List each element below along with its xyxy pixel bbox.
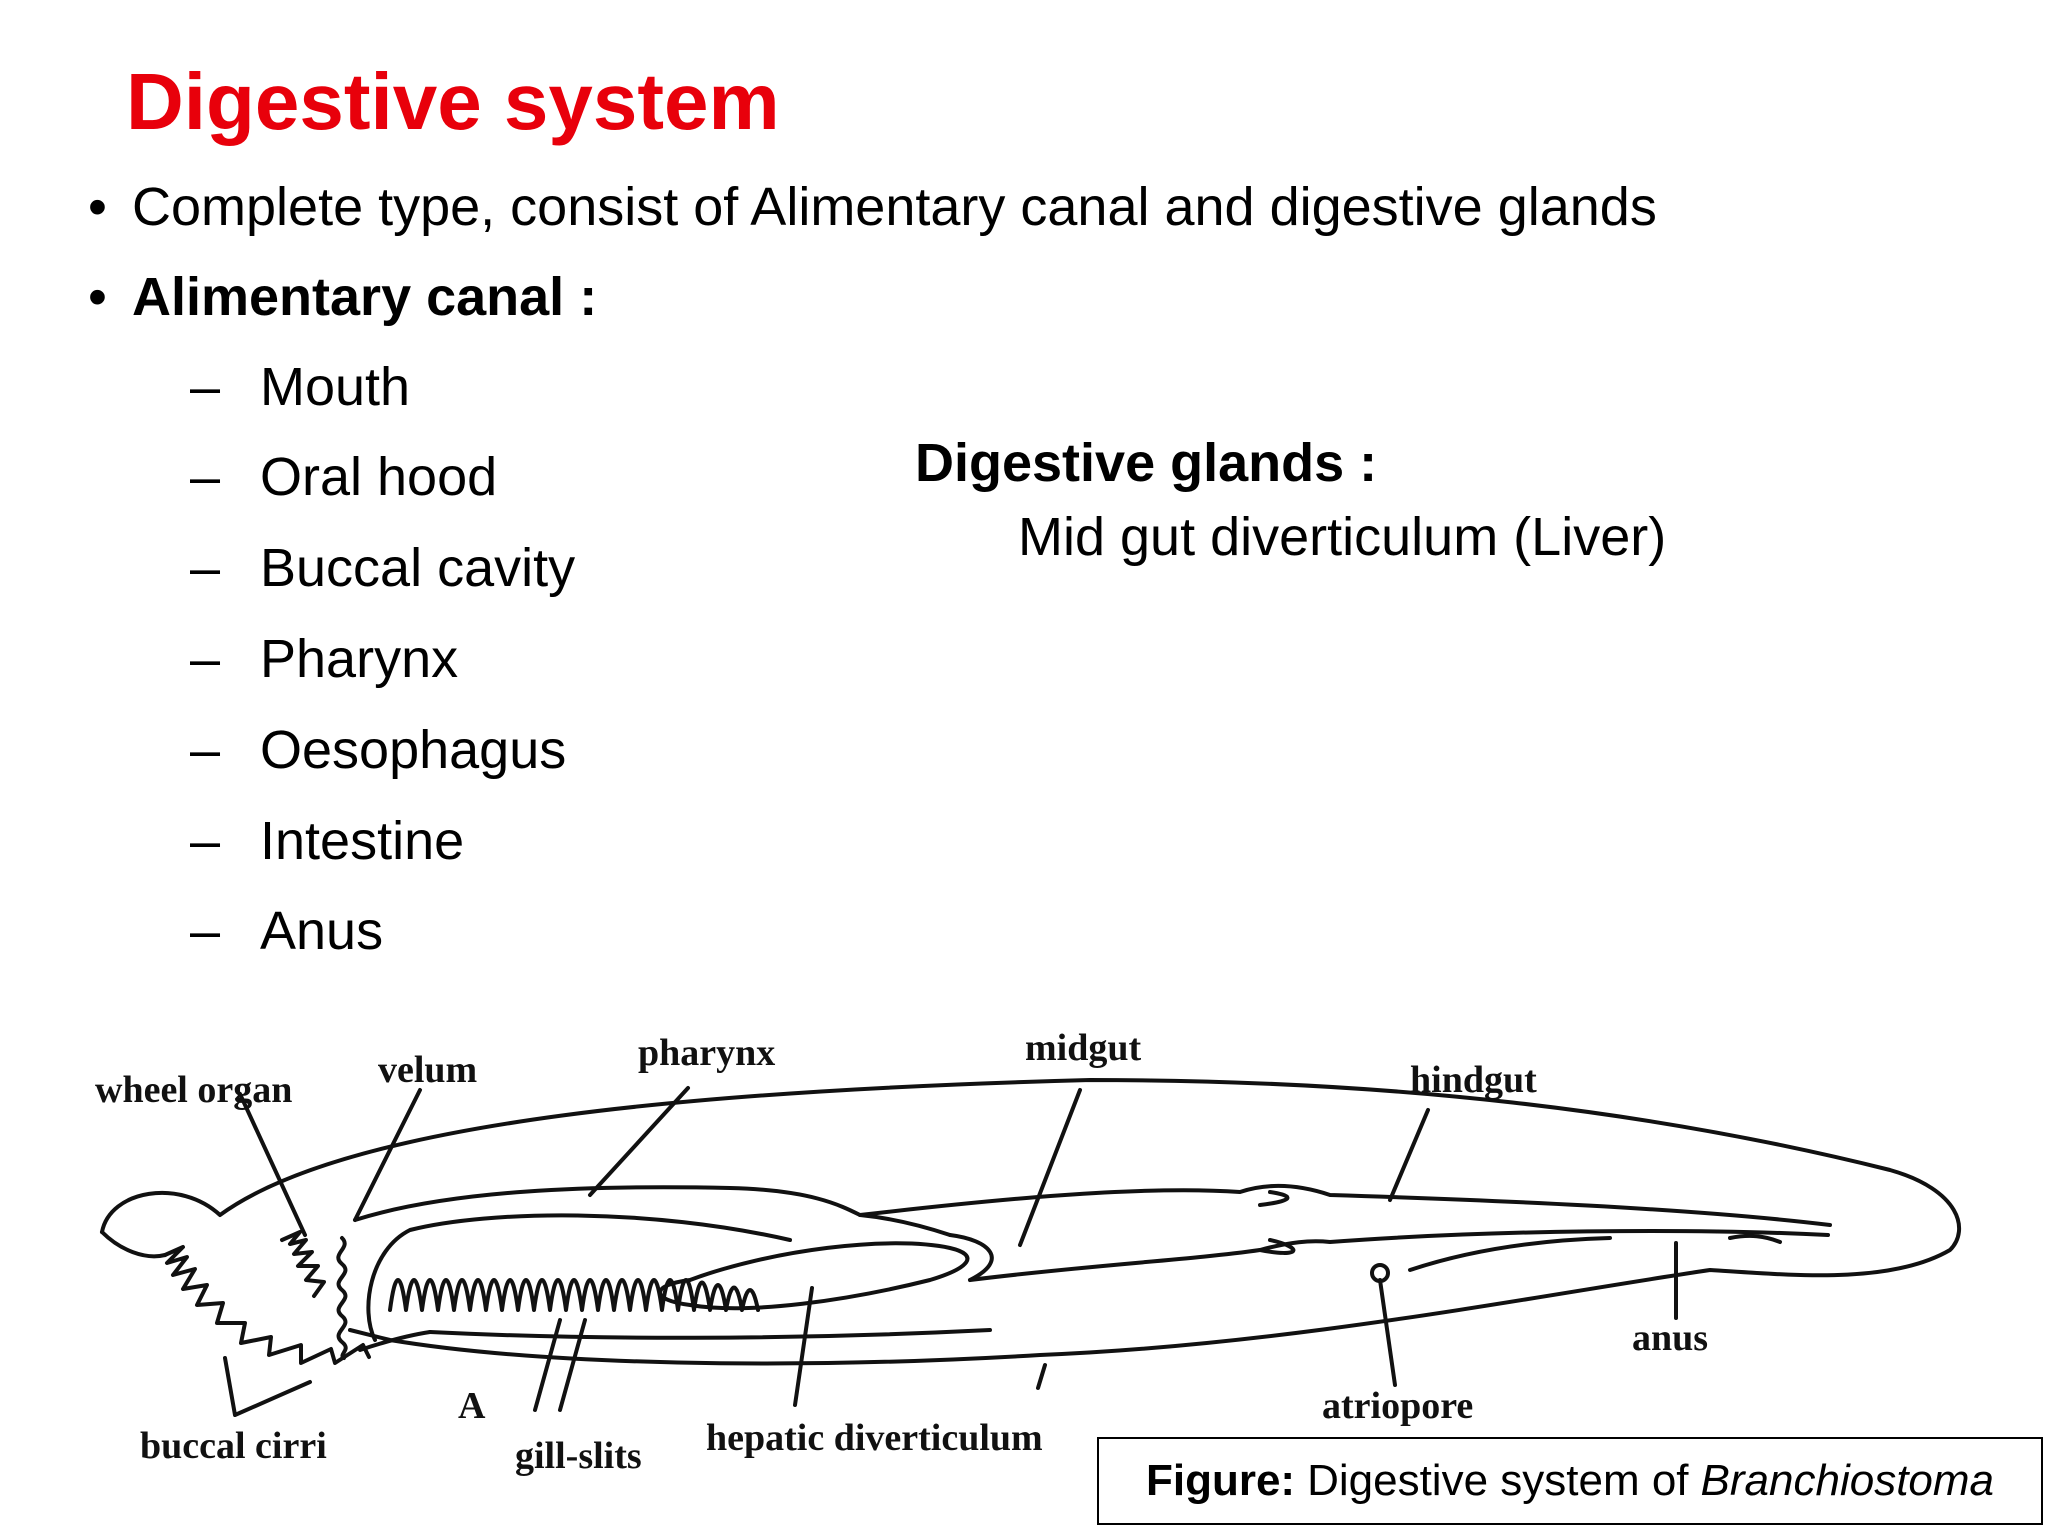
sub-item: – Pharynx [190,628,458,690]
label-buccal-cirri: buccal cirri [140,1425,327,1467]
sub-item: – Intestine [190,810,464,872]
body-outline [100,1078,1961,1366]
dash-icon: – [190,629,221,689]
label-anus: anus [1632,1317,1708,1359]
buccal-cirri [163,1245,371,1365]
caption-species: Branchiostoma [1700,1456,1995,1505]
leader-hindgut [1388,1108,1430,1202]
leader-atriopore [1378,1278,1397,1387]
bullet-text: Alimentary canal : [132,267,598,327]
caption-prefix: Figure: [1145,1456,1296,1505]
label-hepatic-diverticulum: hepatic diverticulum [706,1417,1043,1459]
label-hindgut: hindgut [1410,1059,1537,1101]
sub-item: – Oral hood [190,446,497,508]
leader-velum [353,1088,422,1222]
sub-item-text: Anus [260,901,384,961]
oral-hood-outline [100,1230,167,1259]
sub-item: – Anus [190,900,383,962]
wheel-organ [280,1230,326,1298]
sub-item: – Mouth [190,356,410,418]
sub-item: – Oesophagus [190,719,566,781]
figure-caption: Figure: Digestive system of Branchiostom… [1097,1437,2043,1525]
digestive-glands-item: Mid gut diverticulum (Liver) [1018,507,1667,567]
bullet-dot-icon: • [88,267,107,327]
sub-item-text: Mouth [260,357,411,417]
label-midgut: midgut [1025,1027,1141,1069]
bullet-item: • Alimentary canal : [88,266,597,328]
label-pharynx: pharynx [638,1032,775,1074]
label-velum: velum [378,1049,477,1091]
dash-icon: – [190,720,221,780]
slide-title: Digestive system [126,57,780,146]
sub-item: – Buccal cavity [190,537,575,599]
label-figure-letter: A [458,1385,486,1427]
leader-pharynx [588,1086,690,1197]
dash-icon: – [190,811,221,871]
caption-text: Digestive system of [1307,1456,1689,1505]
dash-icon: – [190,357,221,417]
branchiostoma-diagram: wheel organ velum pharynx midgut hindgut… [95,1027,1961,1477]
pharynx-outline [353,1185,952,1237]
sub-item-text: Oesophagus [260,720,567,780]
sub-item-text: Oral hood [260,447,498,507]
leader-gill-slits-2 [558,1318,587,1412]
intestine [858,1183,1832,1227]
label-atriopore: atriopore [1322,1385,1473,1427]
dash-icon: – [190,901,221,961]
sub-item-text: Pharynx [260,629,459,689]
leader-midgut [1018,1088,1082,1247]
bullet-dot-icon: • [88,177,107,237]
bullet-item: • Complete type, consist of Alimentary c… [88,176,1657,238]
leader-wheel-organ [238,1092,307,1237]
sub-item-text: Buccal cavity [260,538,576,598]
gill-slits-pattern [388,1278,760,1312]
digestive-glands-heading: Digestive glands : [915,433,1378,493]
hepatic-diverticulum [658,1241,970,1311]
dash-icon: – [190,538,221,598]
leader-buccal-cirri [223,1356,312,1417]
sub-item-text: Intestine [260,811,465,871]
leader-hepatic [793,1286,814,1407]
label-wheel-organ: wheel organ [95,1069,292,1111]
velum [336,1236,348,1360]
leader-gill-slits-1 [533,1318,562,1412]
label-gill-slits: gill-slits [515,1435,642,1477]
dash-icon: – [190,447,221,507]
bullet-text: Complete type, consist of Alimentary can… [132,177,1657,237]
